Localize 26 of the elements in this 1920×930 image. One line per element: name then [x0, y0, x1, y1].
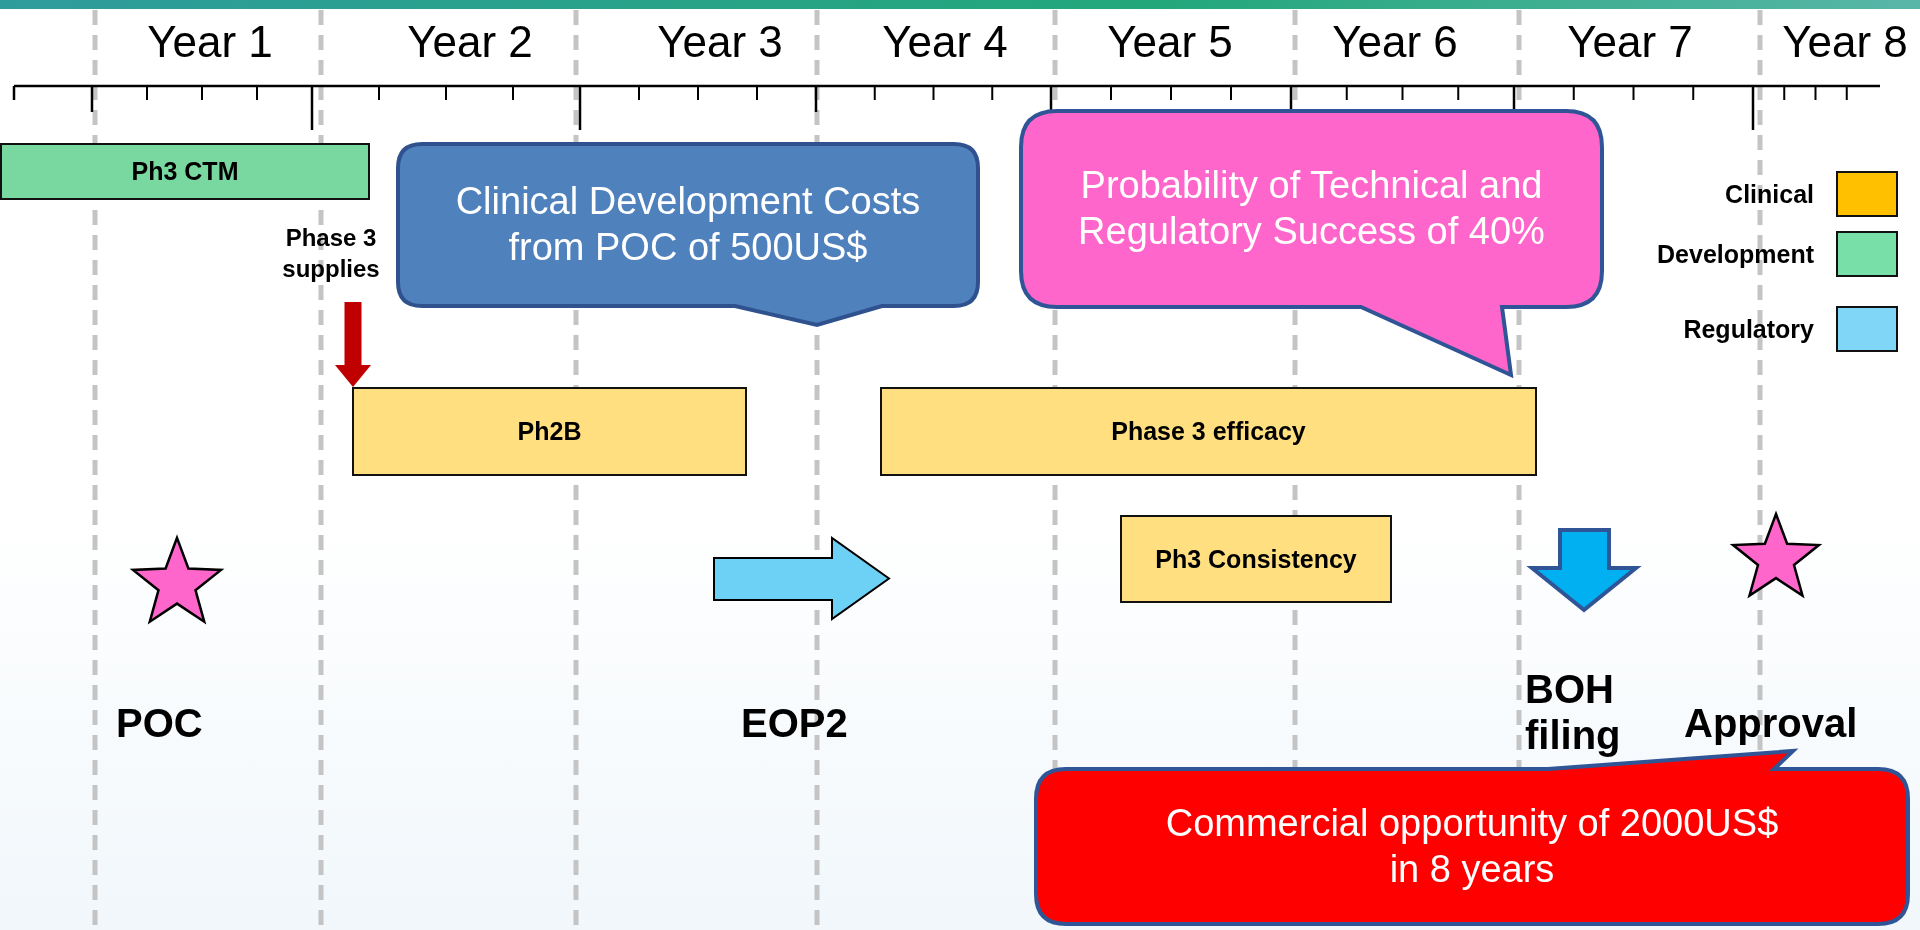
year-label: Year 5 — [1107, 18, 1233, 67]
legend-label: Regulatory — [1683, 314, 1814, 344]
callout-text: Probability of Technical and Regulatory Success of 40% — [1077, 163, 1546, 254]
block-arrow — [712, 536, 890, 621]
year-label: Year 4 — [882, 18, 1008, 67]
year-label: Year 8 — [1782, 18, 1908, 67]
year-label: Year 6 — [1332, 18, 1458, 67]
phase-bar: Ph2B — [352, 387, 747, 476]
year-label: Year 1 — [147, 18, 273, 67]
year-label: Year 2 — [407, 18, 533, 67]
callout-bubble — [398, 144, 978, 327]
annotation-text: Phase 3 supplies — [258, 222, 404, 298]
year-label: Year 7 — [1567, 18, 1693, 67]
milestone-label: POC — [116, 700, 203, 746]
phase-bar: Ph3 CTM — [0, 143, 370, 200]
callout-bubble — [1021, 111, 1602, 377]
phase-bar: Ph3 Consistency — [1120, 515, 1392, 603]
year-label: Year 3 — [657, 18, 783, 67]
legend-label: Development — [1657, 239, 1814, 269]
milestone-label: EOP2 — [741, 700, 848, 746]
callout-text: Commercial opportunity of 2000US$ in 8 years — [1164, 800, 1780, 892]
phase-bar: Phase 3 efficacy — [880, 387, 1537, 476]
milestone-label: Approval — [1684, 700, 1858, 746]
callout-text: Clinical Development Costs from POC of 500US$ — [454, 179, 922, 270]
legend-label: Clinical — [1725, 179, 1814, 209]
milestone-label: BOH filing — [1525, 666, 1622, 758]
